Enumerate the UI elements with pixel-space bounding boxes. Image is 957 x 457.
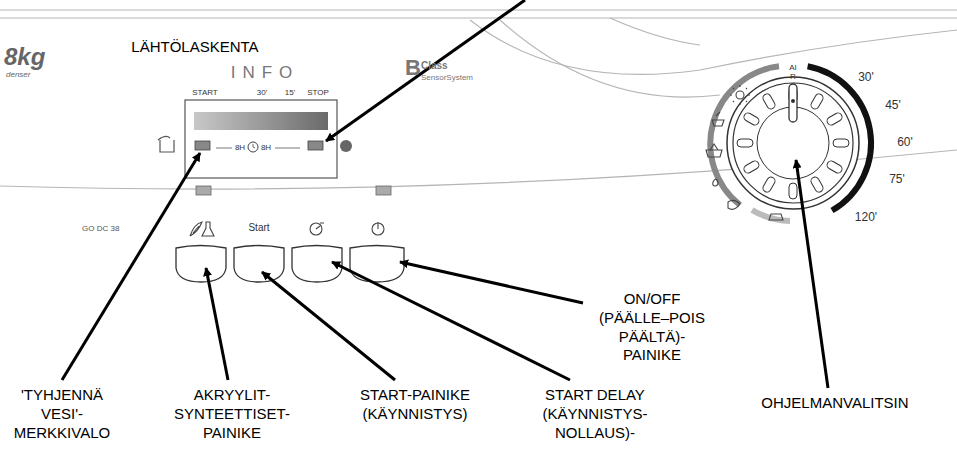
delay-hours: 8H [235, 143, 245, 153]
grip-slot [833, 139, 849, 147]
grip-slot [789, 183, 797, 199]
brand-letter: B [405, 54, 421, 82]
leader-arrow [206, 268, 228, 380]
dial-time: 120' [855, 210, 877, 225]
dial-pointer [789, 84, 797, 122]
grip-slot [762, 93, 777, 111]
callout-label: AKRYYLIT- SYNTEETTISET- PAINIKE [166, 386, 298, 442]
grip-slot [762, 176, 777, 194]
water-container-icon [158, 136, 174, 152]
dial-mark: AIR [789, 64, 797, 82]
display-scale: 30' [257, 88, 267, 98]
acrylic-button [176, 246, 226, 283]
grip-slot [743, 112, 761, 127]
display-scale: 15' [285, 88, 295, 98]
delay-hours: 8H [261, 143, 271, 153]
door-curve [470, 20, 957, 74]
dial-time: 45' [885, 98, 901, 113]
display-frame [185, 100, 337, 178]
leader-arrow [326, 0, 525, 141]
special-program-arc [752, 210, 790, 221]
dial-time: 60' [897, 135, 913, 150]
led [196, 186, 211, 195]
dial-outer-ring [727, 77, 859, 209]
grip-slot [826, 160, 844, 175]
dial-knob [733, 83, 853, 203]
display-line [275, 148, 300, 149]
leader-arrow [332, 262, 570, 380]
air-dot [791, 99, 795, 103]
countdown-bar [194, 112, 328, 130]
display-line [216, 148, 232, 149]
program-icons [706, 85, 783, 220]
leader-arrow [796, 160, 828, 388]
capacity-mark: 8kg [4, 42, 45, 72]
clock-icon [248, 142, 258, 152]
door-curve [500, 20, 720, 97]
sun-icon [736, 91, 744, 99]
iron-icon [769, 214, 783, 220]
power-symbol-line [377, 222, 378, 229]
button-symbols [190, 222, 384, 236]
leader-arrows [62, 0, 828, 388]
dial-time: 30' [858, 70, 874, 85]
led [376, 186, 391, 195]
grip-slot [743, 160, 761, 175]
callout-label: OHJELMANVALITSIN [761, 394, 908, 413]
model-code: GO DC 38 [82, 224, 119, 234]
button-caption: Start [248, 222, 269, 235]
container-handle [158, 136, 170, 140]
grip-slot [810, 93, 825, 111]
grip-slot [737, 139, 753, 147]
panel-top-edge [0, 9, 957, 10]
wool-icon [728, 200, 740, 209]
dial-time: 75' [889, 172, 905, 187]
iron-cupboard-icon [712, 112, 724, 126]
grip-slot [810, 176, 825, 194]
leaf-symbol [190, 222, 202, 236]
leader-arrow [400, 262, 583, 303]
callout-label: 'TYHJENNÄ VESI'- MERKKIVALO [7, 386, 117, 442]
basket-icon [706, 144, 722, 157]
model-text: denser [6, 70, 30, 80]
indicator-led [195, 141, 210, 150]
display-scale: START [192, 88, 217, 98]
part-label: LÄHTÖLASKENTA [131, 38, 258, 57]
grip-slot [826, 112, 844, 127]
leader-arrow [262, 272, 395, 380]
power-symbol [372, 223, 384, 235]
clock-hands [253, 144, 255, 148]
brand-text: SensorSystem [421, 73, 473, 83]
callout-label: START-PAINIKE (KÄYNNISTYS) [346, 386, 484, 424]
buttons [176, 246, 404, 283]
program-dial [710, 66, 871, 221]
delay-arrow [316, 223, 324, 229]
drop-icon [713, 179, 718, 186]
brand-text: Class [421, 60, 448, 73]
flask-symbol [202, 222, 214, 236]
round-indicator [340, 140, 352, 152]
display-scale: STOP [307, 88, 329, 98]
door-curve [610, 18, 700, 45]
indicator-led [308, 141, 323, 150]
callout-label: ON/OFF (PÄÄLLE–POIS PÄÄLTÄ)- PAINIKE [588, 290, 716, 365]
sun-rays [730, 85, 750, 105]
callout-label: START DELAY (KÄYNNISTYS- NOLLAUS)- [531, 386, 659, 442]
container-outline [160, 140, 174, 152]
leader-arrow [62, 153, 200, 380]
start-button [234, 246, 284, 283]
panel-top-edge [0, 17, 957, 18]
info-logo: INFO [231, 62, 300, 83]
